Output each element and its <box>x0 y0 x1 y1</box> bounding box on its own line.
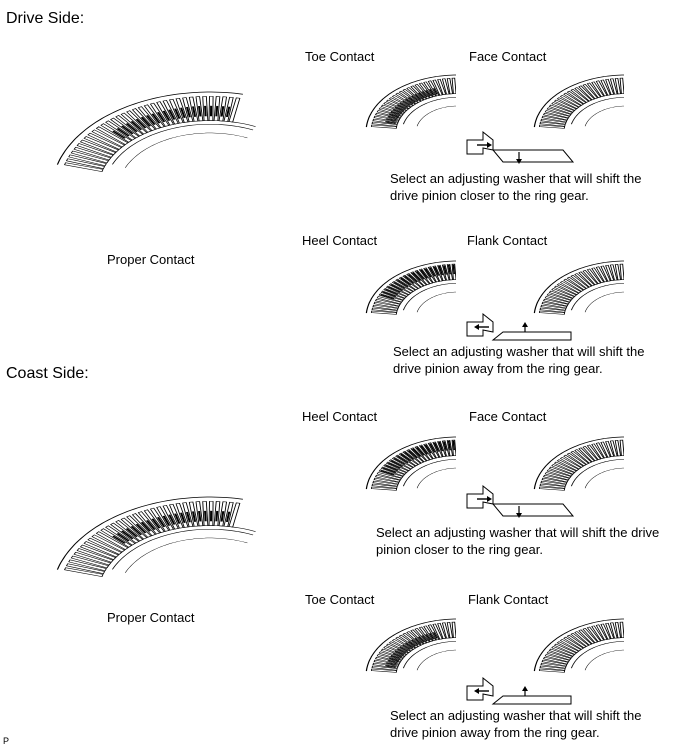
coast-closer-instruction: Select an adjusting washer that will shi… <box>376 524 659 558</box>
coast-proper-contact-label: Proper Contact <box>107 610 195 625</box>
coast-face-contact-label: Face Contact <box>469 409 547 424</box>
figure-code: P <box>3 736 10 746</box>
drive-closer-instruction: Select an adjusting washer that will shi… <box>390 170 641 204</box>
drive-toe-contact-label: Toe Contact <box>305 49 375 64</box>
coast-heel-contact-label: Heel Contact <box>302 409 378 424</box>
coast-closer-instruction-line2: pinion closer to the ring gear. <box>376 542 543 557</box>
drive-away-instruction: Select an adjusting washer that will shi… <box>393 343 644 377</box>
drive-closer-instruction-line1: Select an adjusting washer that will shi… <box>390 171 642 186</box>
coast-flank-contact-label: Flank Contact <box>468 592 549 607</box>
drive-proper-contact-label: Proper Contact <box>107 252 195 267</box>
coast-toe-contact-label: Toe Contact <box>305 592 375 607</box>
drive-flank-contact-label: Flank Contact <box>467 233 548 248</box>
coast-away-instruction-line1: Select an adjusting washer that will shi… <box>390 708 642 723</box>
coast-away-instruction-line2: drive pinion away from the ring gear. <box>390 725 600 740</box>
drive-away-instruction-line1: Select an adjusting washer that will shi… <box>393 344 645 359</box>
drive-heel-contact-label: Heel Contact <box>302 233 378 248</box>
drive-away-instruction-line2: drive pinion away from the ring gear. <box>393 361 603 376</box>
coast-side-title: Coast Side: <box>6 365 89 382</box>
drive-face-contact-label: Face Contact <box>469 49 547 64</box>
drive-closer-instruction-line2: drive pinion closer to the ring gear. <box>390 188 589 203</box>
drive-side-title: Drive Side: <box>6 10 85 27</box>
coast-closer-instruction-line1: Select an adjusting washer that will shi… <box>376 525 660 540</box>
coast-away-instruction: Select an adjusting washer that will shi… <box>390 707 641 741</box>
